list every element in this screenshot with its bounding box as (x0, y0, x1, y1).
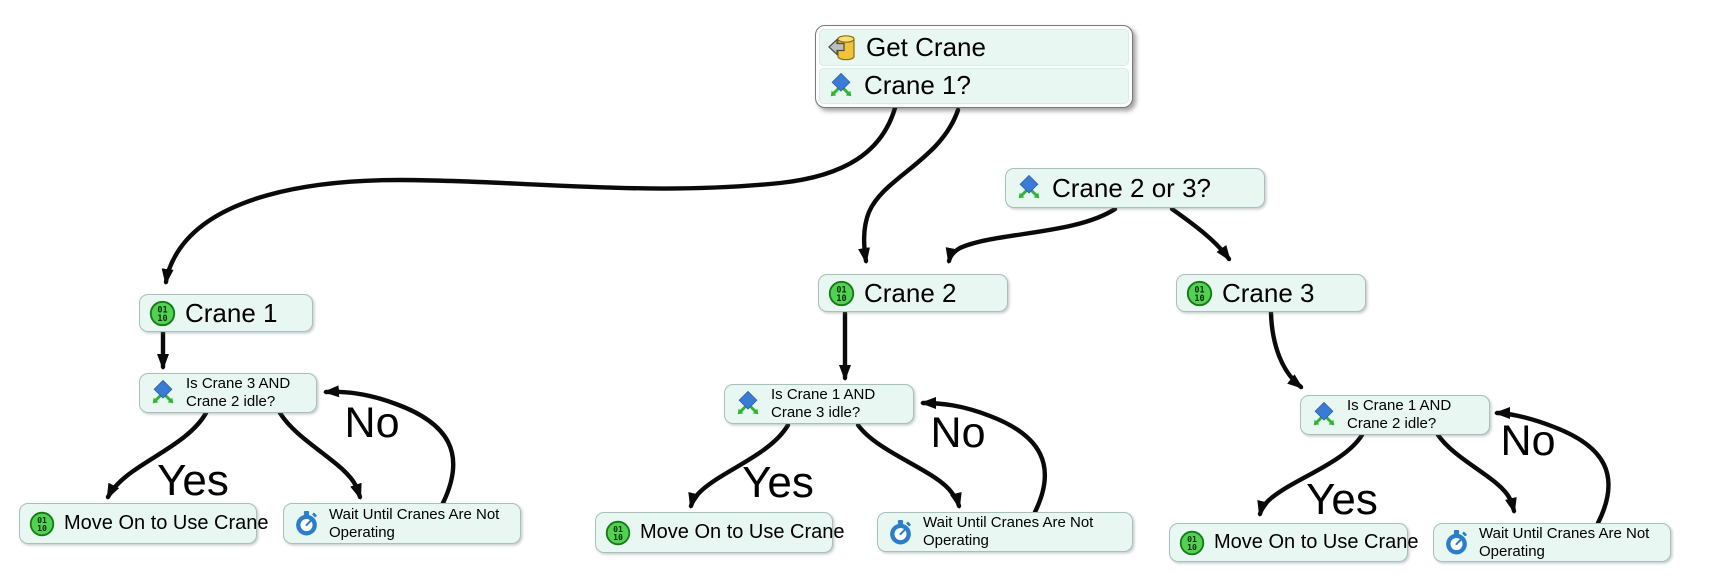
decision-icon (149, 379, 177, 407)
condition3-line2: Crane 2 idle? (1347, 415, 1437, 432)
activity-crane2-label: Crane 2 (864, 277, 957, 308)
acquire-resource-icon (827, 32, 857, 62)
wait1-line2: Operating (329, 523, 395, 541)
connector-crane3-to-condition3 (1268, 310, 1304, 390)
connector-crane23-to-crane2 (945, 206, 1118, 264)
activity-get-crane[interactable]: Get Crane (819, 29, 1129, 66)
condition2-line2: Crane 3 idle? (771, 404, 861, 421)
edge-label-no-3: No (1500, 417, 1556, 465)
connector-start-to-crane2 (858, 107, 961, 264)
wait3-line2: Operating (1479, 542, 1545, 560)
decision-icon (827, 72, 855, 100)
activity-move-on-3-label: Move On to Use Crane (1214, 531, 1419, 553)
activity-crane1-decision[interactable]: Crane 1? (819, 67, 1129, 104)
decision-icon (1310, 401, 1338, 429)
activity-move-on-2-label: Move On to Use Crane (640, 521, 845, 543)
wait2-line2: Operating (923, 532, 989, 549)
activity-move-on-2[interactable]: Move On to Use Crane (595, 512, 845, 553)
assign-binary-icon (1186, 280, 1213, 307)
activity-move-on-1[interactable]: Move On to Use Crane (19, 503, 269, 544)
wait2-line1: Wait Until Cranes Are Not (923, 514, 1094, 531)
activity-crane-2-or-3-decision[interactable]: Crane 2 or 3? (1005, 168, 1265, 208)
assign-binary-icon (605, 520, 631, 546)
stopwatch-icon (887, 519, 914, 546)
activity-crane1-decision-label: Crane 1? (864, 70, 971, 101)
activity-crane2-assign[interactable]: Crane 2 (818, 274, 1008, 312)
activity-get-crane-label: Get Crane (866, 31, 986, 62)
wait3-line1: Wait Until Cranes Are Not (1479, 524, 1650, 542)
activity-move-on-3[interactable]: Move On to Use Crane (1169, 523, 1419, 562)
wait1-line1: Wait Until Cranes Are Not (329, 505, 500, 523)
assign-binary-icon (828, 280, 855, 307)
activity-crane1-label: Crane 1 (185, 297, 278, 328)
activity-crane3-assign[interactable]: Crane 3 (1176, 274, 1366, 312)
decision-icon (1015, 174, 1043, 202)
edge-label-yes-3: Yes (1306, 475, 1378, 524)
connector-start-to-crane1 (161, 105, 898, 285)
edge-label-yes-1: Yes (157, 456, 229, 505)
stopwatch-icon (1443, 529, 1470, 556)
edge-label-no-2: No (930, 409, 986, 457)
assign-binary-icon (1179, 530, 1205, 556)
activity-crane3-label: Crane 3 (1222, 277, 1315, 308)
activity-move-on-1-label: Move On to Use Crane (64, 512, 269, 534)
condition2-line1: Is Crane 1 AND (771, 386, 876, 403)
edge-label-yes-2: Yes (742, 458, 814, 507)
edge-label-no-1: No (344, 399, 400, 447)
assign-binary-icon (29, 511, 55, 537)
condition1-line1: Is Crane 3 AND (186, 375, 291, 392)
condition3-line1: Is Crane 1 AND (1347, 397, 1452, 414)
assign-binary-icon (149, 300, 176, 327)
decision-icon (734, 390, 762, 418)
activity-get-crane-block[interactable]: Get Crane Crane 1? (815, 25, 1133, 108)
activity-crane-2-or-3-label: Crane 2 or 3? (1052, 172, 1211, 203)
activity-crane1-assign[interactable]: Crane 1 (139, 294, 313, 332)
condition1-line2: Crane 2 idle? (186, 393, 276, 410)
connector-crane23-to-crane3 (1169, 206, 1232, 262)
stopwatch-icon (293, 510, 320, 537)
